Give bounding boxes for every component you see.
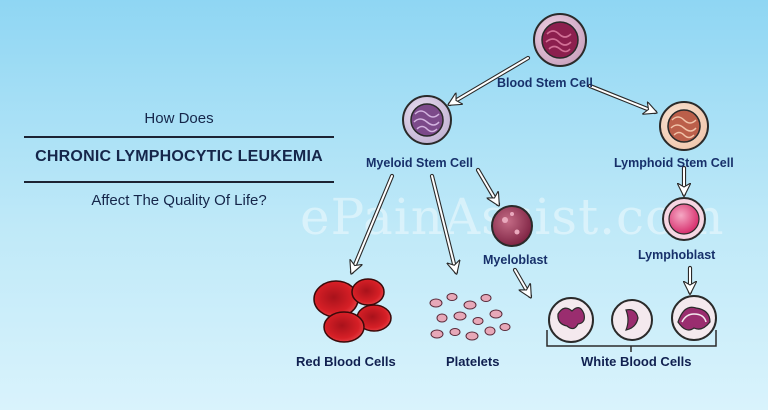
label-lymphoid-stem-cell: Lymphoid Stem Cell bbox=[614, 156, 734, 170]
label-myeloid-stem-cell: Myeloid Stem Cell bbox=[366, 156, 473, 170]
label-white-blood-cells: White Blood Cells bbox=[581, 354, 692, 369]
label-platelets: Platelets bbox=[446, 354, 500, 369]
label-blood-stem-cell: Blood Stem Cell bbox=[497, 76, 593, 90]
title-line-1: How Does bbox=[144, 110, 214, 127]
title-rule-bottom bbox=[24, 181, 334, 183]
label-lymphoblast: Lymphoblast bbox=[638, 248, 716, 262]
arrow-myeloid-to-myeloblast bbox=[477, 169, 498, 204]
blood-stem-cell-icon bbox=[533, 13, 587, 67]
arrow-myeloblast-to-wbc bbox=[514, 269, 530, 296]
arrow-stem-to-myeloid bbox=[450, 57, 529, 104]
myeloblast-icon bbox=[491, 205, 533, 247]
title-rule-top bbox=[24, 136, 334, 138]
arrow-myeloid-to-platelets bbox=[431, 175, 456, 272]
myeloid-stem-cell-icon bbox=[402, 95, 452, 145]
arrow-myeloid-to-rbc bbox=[352, 175, 393, 272]
white-blood-cells-icon bbox=[548, 295, 717, 343]
label-myeloblast: Myeloblast bbox=[483, 253, 548, 267]
title-line-3: Affect The Quality Of Life? bbox=[91, 192, 267, 209]
platelets-icon bbox=[429, 293, 511, 341]
white-blood-cells-bracket bbox=[546, 330, 717, 352]
label-red-blood-cells: Red Blood Cells bbox=[296, 354, 396, 369]
red-blood-cells-icon bbox=[313, 278, 392, 343]
lymphoblast-icon bbox=[662, 197, 706, 241]
arrow-stem-to-lymphoid bbox=[589, 85, 655, 112]
lymphoid-stem-cell-icon bbox=[659, 101, 709, 151]
title-line-2: CHRONIC LYMPHOCYTIC LEUKEMIA bbox=[35, 148, 323, 165]
